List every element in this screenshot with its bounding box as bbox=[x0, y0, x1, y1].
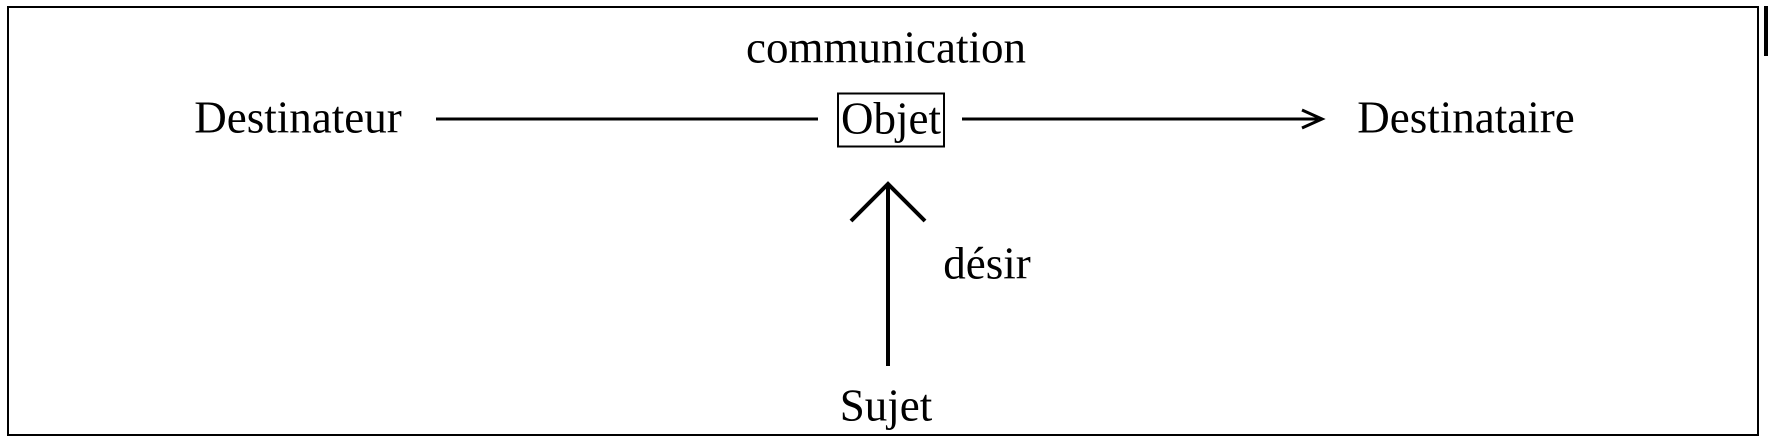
destinateur-node: Destinateur bbox=[194, 92, 402, 143]
desir-label: désir bbox=[943, 238, 1031, 289]
diagram-frame bbox=[7, 6, 1759, 436]
destinataire-node: Destinataire bbox=[1357, 92, 1575, 143]
objet-node: Objet bbox=[837, 92, 945, 148]
objet-arrowhead bbox=[849, 181, 927, 223]
communication-label: communication bbox=[746, 22, 1026, 73]
sujet-node: Sujet bbox=[839, 380, 933, 431]
frame-edge-mark bbox=[1764, 6, 1768, 56]
destinataire-arrowhead bbox=[1301, 108, 1326, 130]
